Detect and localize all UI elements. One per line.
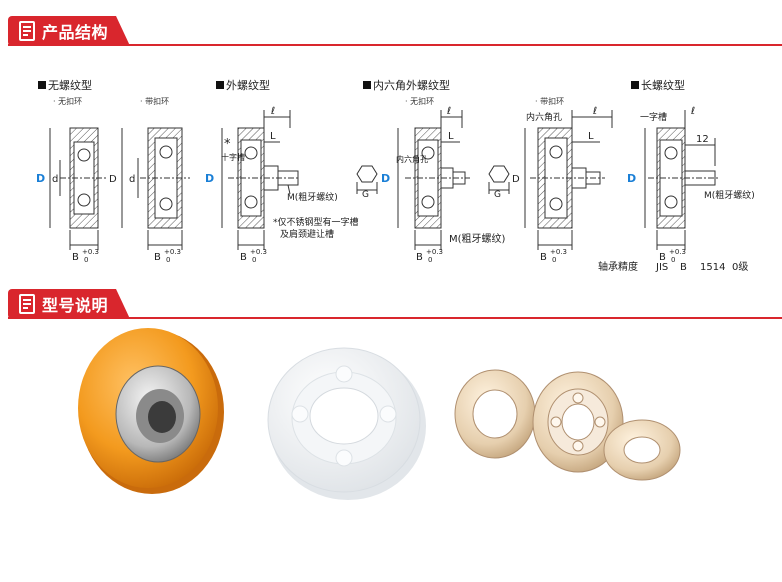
dim-L-5: L xyxy=(588,131,594,142)
section-tab-model: 型号说明 xyxy=(8,289,130,319)
note-star-2: 及肩颈避让槽 xyxy=(280,228,334,240)
dim-B-2: B xyxy=(154,252,161,263)
dim-tol-zero-1: 0 xyxy=(84,256,88,264)
sub-with-ring: · 带扣环 xyxy=(140,96,169,106)
dim-tol-zero-5: 0 xyxy=(552,256,556,264)
dim-B-1: B xyxy=(72,252,79,263)
dim-tol-plus-2: +0.3 xyxy=(164,248,181,256)
dim-tol-zero-4: 0 xyxy=(428,256,432,264)
document-icon xyxy=(18,21,36,41)
dim-D-6: D xyxy=(627,172,636,185)
dim-tol-plus-3: +0.3 xyxy=(250,248,267,256)
label-M-coarse-3: M(粗牙螺纹) xyxy=(704,189,755,201)
section-header-structure: 产品结构 xyxy=(0,16,782,52)
precision-class: B xyxy=(680,262,687,273)
dim-D-1: D xyxy=(36,172,45,185)
precision-num: 1514 xyxy=(700,262,725,273)
dim-D-5: D xyxy=(512,174,520,185)
label-slot: 一字槽 xyxy=(640,111,667,123)
dim-tol-plus-5: +0.3 xyxy=(550,248,567,256)
dim-tol-zero-2: 0 xyxy=(166,256,170,264)
drawing-hex-thread-no-ring xyxy=(356,110,470,250)
dim-tol-plus-4: +0.3 xyxy=(426,248,443,256)
dim-L-3: L xyxy=(270,131,276,142)
precision-grade: 0级 xyxy=(732,261,748,273)
dim-l-3: ℓ xyxy=(271,106,275,117)
type-heading-external: 外螺纹型 xyxy=(226,78,270,92)
dim-tol-plus-6: +0.3 xyxy=(669,248,686,256)
sub-no-ring: · 无扣环 xyxy=(53,96,82,106)
photo-white-plastic-bearing xyxy=(267,347,426,500)
precision-std: JIS xyxy=(655,262,668,273)
dim-D-4: D xyxy=(381,172,390,185)
dim-D-3: D xyxy=(205,172,214,185)
label-M-coarse-2: M(粗牙螺纹) xyxy=(449,232,506,245)
product-structure-diagram: 无螺纹型 外螺纹型 内六角外螺纹型 长螺纹型 · 无扣环 · 带扣环 · 无扣环… xyxy=(0,70,782,280)
drawing-plain-no-ring xyxy=(49,127,108,250)
bearing-photos xyxy=(78,328,681,500)
dim-D-2: D xyxy=(109,174,117,185)
dim-l-5: ℓ xyxy=(593,106,597,117)
dim-G-1: G xyxy=(362,190,369,200)
dim-G-2: G xyxy=(494,190,501,200)
product-photos xyxy=(0,322,782,577)
star-mark: * xyxy=(224,137,231,152)
sub-no-ring-2: · 无扣环 xyxy=(405,96,434,106)
dim-B-5: B xyxy=(540,252,547,263)
label-M-coarse-1: M(粗牙螺纹) xyxy=(287,191,338,203)
dim-tol-plus-1: +0.3 xyxy=(82,248,99,256)
note-star: *仅不锈钢型有一字槽 xyxy=(273,216,359,228)
drawing-hex-thread-with-ring xyxy=(488,110,613,250)
dim-B-6: B xyxy=(659,252,666,263)
dim-l-6: ℓ xyxy=(691,106,695,117)
drawing-plain-with-ring xyxy=(121,127,190,250)
document-icon xyxy=(18,294,36,314)
type-heading-plain: 无螺纹型 xyxy=(48,78,92,92)
section-header-model: 型号说明 xyxy=(0,289,782,325)
photo-orange-urethane-bearing xyxy=(78,328,224,494)
bearing-drawings: 无螺纹型 外螺纹型 内六角外螺纹型 长螺纹型 · 无扣环 · 带扣环 · 无扣环… xyxy=(36,78,755,273)
section-title: 型号说明 xyxy=(42,296,109,315)
dim-tol-zero-6: 0 xyxy=(671,256,675,264)
sub-with-ring-2: · 带扣环 xyxy=(535,96,564,106)
type-heading-hex-external: 内六角外螺纹型 xyxy=(373,78,450,92)
drawing-long-thread xyxy=(644,110,720,250)
dim-d-2: d xyxy=(129,174,135,185)
section-tab-structure: 产品结构 xyxy=(8,16,130,46)
section-title: 产品结构 xyxy=(42,23,109,42)
photo-beige-peek-bearings xyxy=(454,369,681,481)
dim-L-4: L xyxy=(448,131,454,142)
precision-label: 轴承精度 xyxy=(598,260,638,273)
type-heading-long: 长螺纹型 xyxy=(641,78,685,92)
dim-B-4: B xyxy=(416,252,423,263)
drawing-external-thread xyxy=(221,110,300,250)
dim-l-4: ℓ xyxy=(447,106,451,117)
dim-d-1: d xyxy=(52,174,58,185)
dim-12: 12 xyxy=(696,134,709,145)
section-divider xyxy=(8,317,782,319)
label-star-slot: 十字槽 xyxy=(221,152,245,162)
section-divider xyxy=(8,44,782,46)
dim-tol-zero-3: 0 xyxy=(252,256,256,264)
label-hex-short: 内六角孔 xyxy=(396,154,428,164)
label-hex-hole: 内六角孔 xyxy=(526,111,562,123)
dim-B-3: B xyxy=(240,252,247,263)
